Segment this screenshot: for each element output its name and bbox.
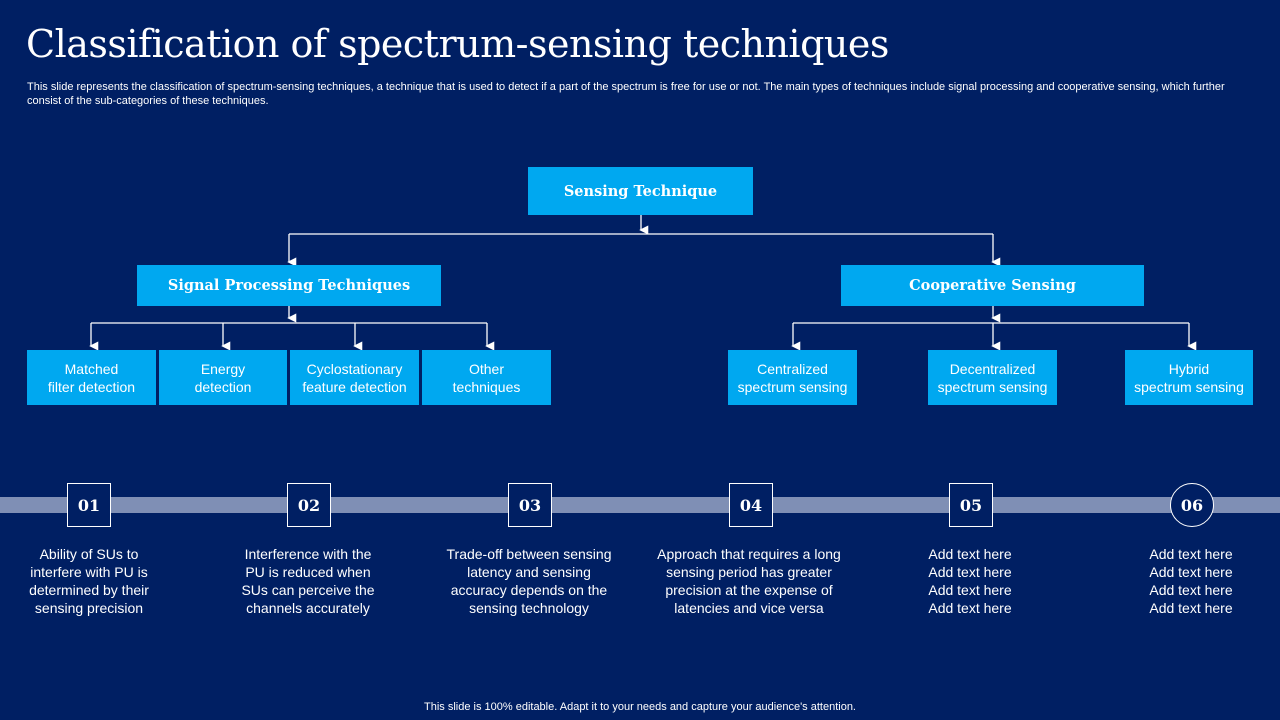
timeline-text-01: Ability of SUs to interfere with PU is d… <box>0 545 189 617</box>
step-line: Add text here <box>1149 600 1233 616</box>
leaf-line: Cyclostationary <box>306 360 403 377</box>
step-line: Add text here <box>928 564 1012 580</box>
timeline-track <box>0 497 1280 513</box>
step-line: Approach that requires a long <box>657 546 841 562</box>
timeline-marker-02: 02 <box>287 483 331 527</box>
root-node: Sensing Technique <box>528 167 753 215</box>
branch-cooperative-sensing: Cooperative Sensing <box>841 265 1144 306</box>
timeline-marker-03: 03 <box>508 483 552 527</box>
step-line: Add text here <box>1149 564 1233 580</box>
step-line: determined by their <box>29 582 149 598</box>
leaf-line: spectrum sensing <box>1134 378 1244 395</box>
leaf-line: Centralized <box>757 360 828 377</box>
step-line: Trade-off between sensing <box>446 546 612 562</box>
step-line: Add text here <box>928 582 1012 598</box>
step-line: sensing precision <box>34 600 144 616</box>
timeline-text-03: Trade-off between sensing latency and se… <box>419 545 639 617</box>
step-line: sensing technology <box>469 600 589 616</box>
step-line: Ability of SUs to <box>39 546 139 562</box>
slide-description: This slide represents the classification… <box>27 81 1225 107</box>
timeline-text-02: Interference with the PU is reduced when… <box>208 545 408 617</box>
timeline-text-05: Add text here Add text here Add text her… <box>870 545 1070 617</box>
slide-footer: This slide is 100% editable. Adapt it to… <box>424 701 856 713</box>
step-line: channels accurately <box>246 600 370 616</box>
timeline-text-04: Approach that requires a long sensing pe… <box>634 545 864 617</box>
leaf-line: filter detection <box>47 378 136 395</box>
step-line: PU is reduced when <box>245 564 371 580</box>
step-line: Interference with the <box>244 546 372 562</box>
leaf-line: Other <box>468 360 504 377</box>
timeline-marker-01: 01 <box>67 483 111 527</box>
slide-title: Classification of spectrum-sensing techn… <box>26 22 889 66</box>
leaf-line: feature detection <box>302 378 407 395</box>
step-line: Add text here <box>928 546 1012 562</box>
step-line: Add text here <box>928 600 1012 616</box>
step-line: latencies and vice versa <box>674 600 824 616</box>
step-line: interfere with PU is <box>30 564 148 580</box>
leaf-line: Matched <box>64 360 119 377</box>
leaf-line: detection <box>194 378 252 395</box>
leaf-line: Energy <box>200 360 246 377</box>
leaf-line: Decentralized <box>949 360 1036 377</box>
step-line: Add text here <box>1149 546 1233 562</box>
leaf-line: techniques <box>452 378 521 395</box>
leaf-line: spectrum sensing <box>937 378 1048 395</box>
timeline-text-06: Add text here Add text here Add text her… <box>1091 545 1280 617</box>
step-line: sensing period has greater <box>666 564 832 580</box>
step-line: latency and sensing <box>467 564 591 580</box>
step-line: accuracy depends on the <box>450 582 608 598</box>
step-line: Add text here <box>1149 582 1233 598</box>
step-line: precision at the expense of <box>665 582 833 598</box>
leaf-line: Hybrid <box>1168 360 1210 377</box>
step-line: SUs can perceive the <box>241 582 375 598</box>
timeline-marker-06: 06 <box>1170 483 1214 527</box>
timeline-marker-05: 05 <box>949 483 993 527</box>
timeline-marker-04: 04 <box>729 483 773 527</box>
leaf-line: spectrum sensing <box>737 378 848 395</box>
branch-signal-processing: Signal Processing Techniques <box>137 265 441 306</box>
